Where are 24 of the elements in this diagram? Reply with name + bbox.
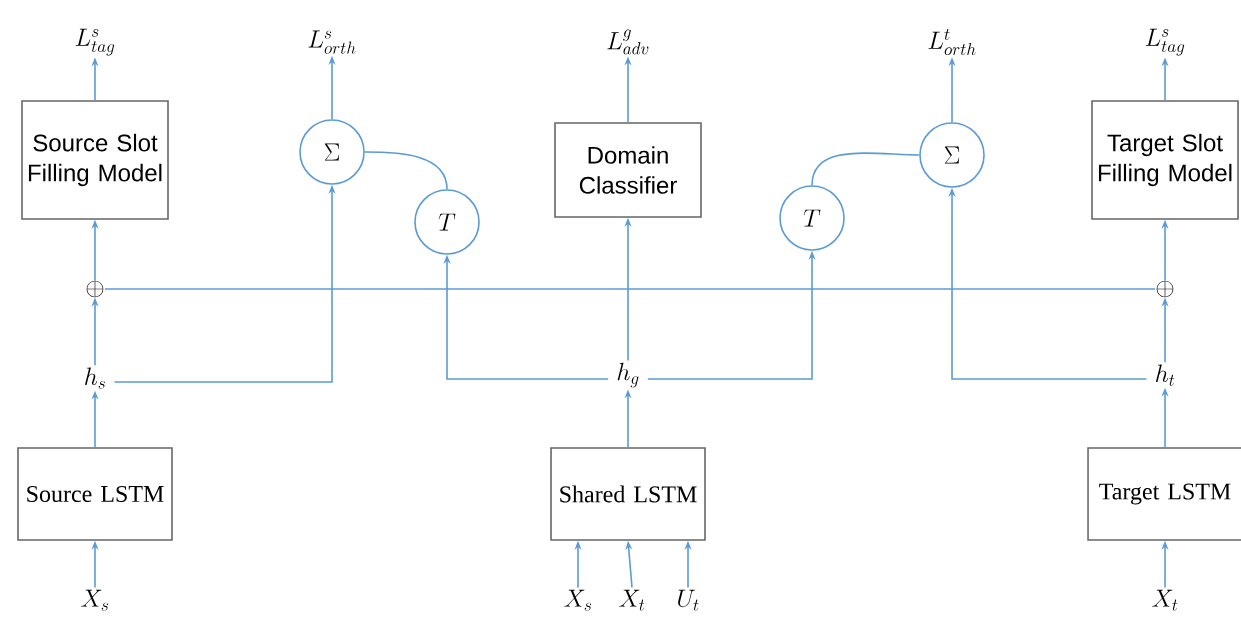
math-label: $X_{t}$ [1152,589,1178,611]
add-symbol: $\oplus$ [1156,280,1174,298]
math-label: $L^{s}_{tag}$ [75,28,115,56]
model-box: Target Slot Filling Model [1091,100,1239,220]
math-label: $L^{s}_{orth}$ [308,30,356,54]
math-label: $U_{t}$ [678,589,699,611]
math-label: $h_{t}$ [1156,364,1175,386]
math-label: $h_{g}$ [617,362,639,388]
lstm-box: Source LSTM [17,447,173,541]
model-box: Source Slot Filling Model [21,100,169,220]
connector-line [364,151,448,190]
lstm-box: Target LSTM [1087,447,1241,541]
math-label: $X_{s}$ [564,589,591,611]
lstm-box: Shared LSTM [550,447,706,541]
connector-line [104,288,1156,290]
add-symbol: $\oplus$ [86,280,104,298]
math-label: $h_{s}$ [85,367,105,389]
math-label: $L^{s}_{tag}$ [1145,28,1185,56]
math-label: $X_{s}$ [81,589,108,611]
math-label: $L^{t}_{orth}$ [928,28,976,56]
model-box: Domain Classifier [554,122,702,218]
math-label: $X_{t}$ [619,589,645,611]
math-label: $L^{g}_{adv}$ [607,29,649,55]
connector-line [811,152,920,186]
